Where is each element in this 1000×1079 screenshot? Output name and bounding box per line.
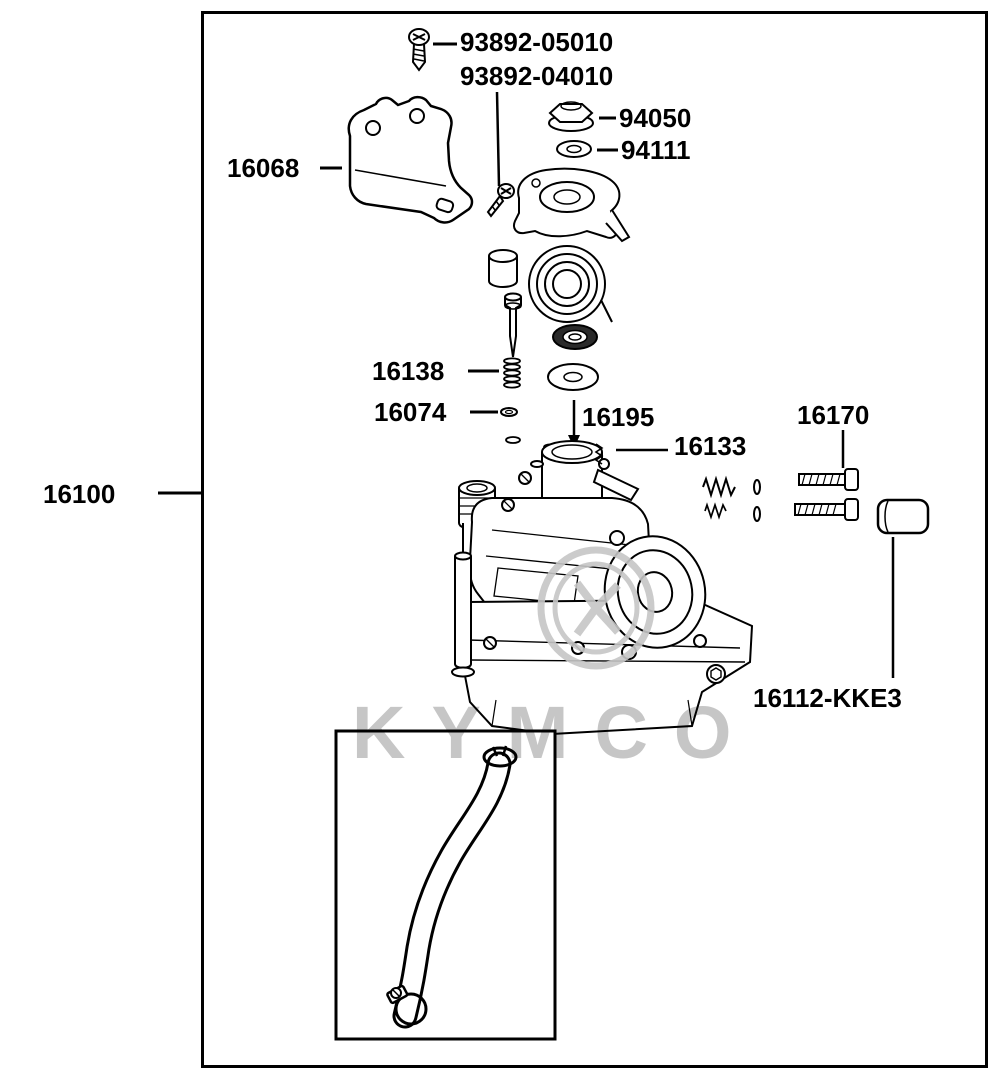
part-label-16100: 16100 [43, 479, 116, 509]
small-washers [753, 479, 761, 522]
kymco-oval-logo [537, 546, 655, 670]
part-label-16074: 16074 [374, 397, 447, 427]
diaphragm-cover [513, 167, 631, 243]
jet-needle [504, 292, 522, 358]
part-label-93892-04010: 93892-04010 [460, 61, 614, 91]
seal-ring [552, 324, 598, 350]
part-label-94111: 94111 [621, 135, 691, 165]
screws-16170 [794, 468, 859, 521]
spring-set-16133 [702, 475, 736, 520]
part-label-16133: 16133 [674, 431, 747, 461]
part-label-16170: 16170 [797, 400, 870, 430]
cap-16112-kke3 [876, 498, 930, 535]
diagram-frame [201, 11, 988, 1068]
bracket-16068 [347, 95, 474, 224]
hose-clamp-icon [394, 992, 428, 1026]
part-label-94050: 94050 [619, 103, 692, 133]
washer-large [547, 363, 599, 391]
hose-clip-icon [482, 746, 518, 768]
part-label-93892-05010: 93892-05010 [460, 27, 614, 57]
screw-93892-05010 [408, 28, 430, 72]
leader-lines [158, 42, 895, 678]
kymco-watermark: KYMCO [352, 691, 758, 774]
nut-94050 [548, 101, 594, 132]
washer-94111 [556, 140, 592, 158]
hose-inset-box [334, 729, 557, 1041]
part-label-16112-kke3: 16112-KKE3 [753, 683, 902, 713]
roller-pin [488, 249, 518, 288]
coil-spring [528, 245, 613, 323]
oring-16074 [500, 407, 518, 417]
spring-16138 [503, 357, 521, 389]
part-label-16068: 16068 [227, 153, 300, 183]
screw-93892-04010 [486, 183, 515, 218]
part-label-16138: 16138 [372, 356, 445, 386]
part-label-16195: 16195 [582, 402, 655, 432]
